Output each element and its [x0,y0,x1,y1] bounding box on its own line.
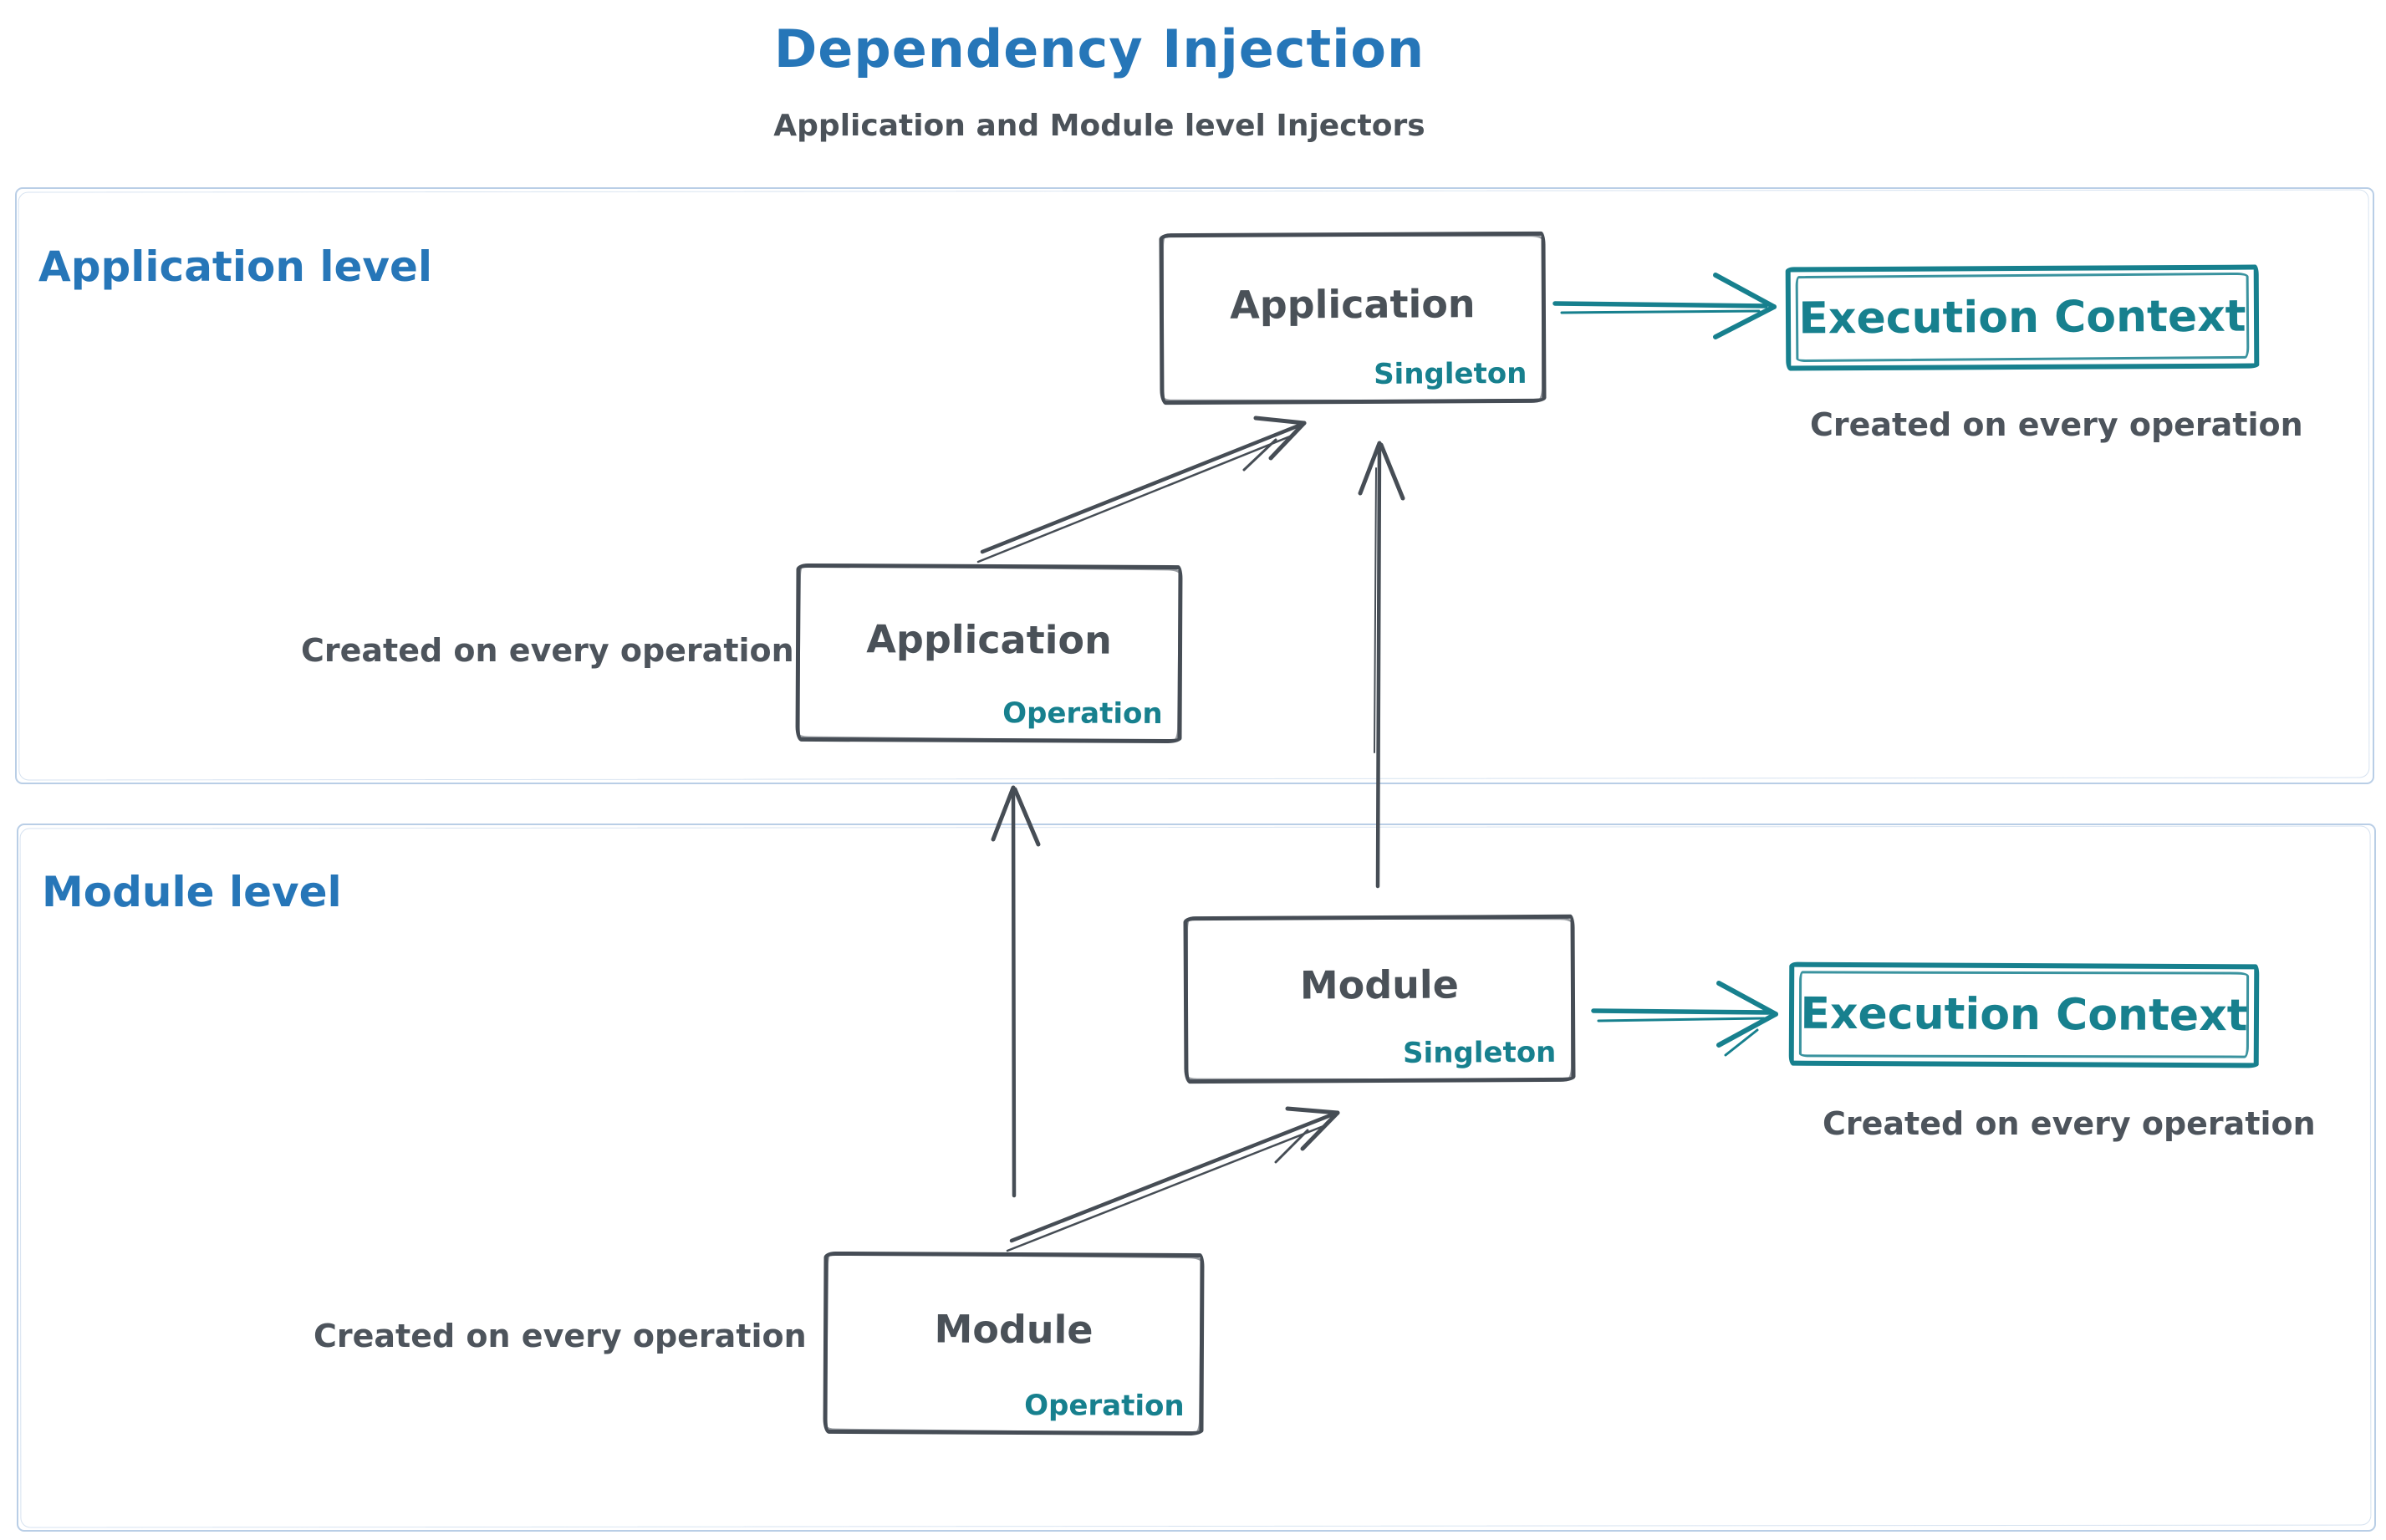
node-application-operation-scope: Operation [1002,696,1163,732]
node-application-singleton: Application Singleton [1159,231,1547,405]
caption-execution-context-application: Created on every operation [1810,406,2303,443]
node-application-singleton-scope: Singleton [1374,356,1527,391]
caption-app-operation: Created on every operation [301,632,794,669]
node-module-singleton: Module Singleton [1183,914,1576,1084]
application-level-frame [15,187,2374,784]
caption-module-operation: Created on every operation [314,1318,807,1354]
node-module-singleton-scope: Singleton [1403,1035,1557,1070]
module-level-frame [17,824,2376,1532]
node-execution-context-application: Execution Context [1785,264,2260,371]
execution-context-application-label: Execution Context [1798,291,2246,344]
node-application-operation: Application Operation [795,563,1183,744]
application-level-label: Application level [38,242,433,291]
node-module-operation-title: Module [934,1306,1094,1353]
module-level-label: Module level [42,868,342,916]
node-application-operation-title: Application [866,615,1112,663]
node-execution-context-module: Execution Context [1788,961,2260,1068]
node-module-singleton-title: Module [1299,961,1460,1008]
node-module-operation: Module Operation [823,1251,1205,1436]
caption-execution-context-module: Created on every operation [1823,1105,2316,1142]
diagram-subtitle: Application and Module level Injectors [773,109,1425,143]
execution-context-module-label: Execution Context [1800,988,2248,1042]
node-module-operation-scope: Operation [1024,1389,1185,1423]
diagram-title: Dependency Injection [773,18,1425,79]
node-application-singleton-title: Application [1230,280,1476,328]
